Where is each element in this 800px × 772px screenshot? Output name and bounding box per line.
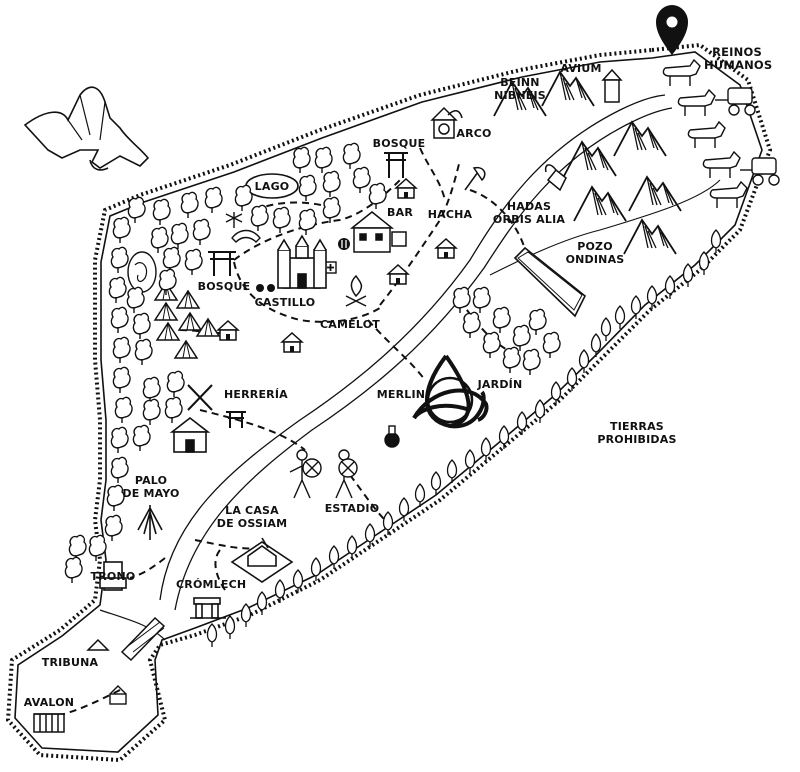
label-avium: AVIUM xyxy=(560,62,602,75)
tribune-icon xyxy=(86,638,110,651)
map-pin-icon xyxy=(656,5,688,55)
blacksmith-icon xyxy=(169,416,211,453)
gate-icon xyxy=(33,713,65,733)
pond-icon xyxy=(127,251,157,293)
label-estadio: ESTADIO xyxy=(324,502,380,515)
label-bar: BAR xyxy=(387,206,413,219)
anvil-icon xyxy=(226,411,246,428)
label-trono: TRONO xyxy=(90,570,136,583)
tent-icon xyxy=(154,282,220,359)
axe-icon xyxy=(464,166,486,191)
label-castillo: CASTILLO xyxy=(254,296,316,309)
label-bosque-west: BOSQUE xyxy=(197,280,251,293)
label-tribuna: TRIBUNA xyxy=(41,656,99,669)
dragon-icon xyxy=(23,86,150,171)
restroom-icon xyxy=(256,284,275,292)
torii-gate-icon xyxy=(208,251,236,276)
label-reinos-humanos: REINOS HUMANOS xyxy=(704,45,773,72)
castle-icon xyxy=(277,234,327,289)
horse-icon xyxy=(687,120,726,148)
bridge-icon xyxy=(120,616,166,662)
label-la-casa-de-ossiam: LA CASA DE OSSIAM xyxy=(216,504,288,530)
carriage-icon xyxy=(740,157,780,186)
crossed-swords-icon xyxy=(187,384,213,411)
label-bosque-north: BOSQUE xyxy=(372,137,426,150)
throne-icon xyxy=(99,561,127,591)
horse-icon xyxy=(677,88,716,116)
fairy-icon xyxy=(544,164,567,192)
label-arco: ARCO xyxy=(456,127,492,140)
torii-gate-icon xyxy=(384,152,408,178)
warrior-icon xyxy=(289,449,322,499)
tower-icon xyxy=(601,68,623,103)
triquetra-icon xyxy=(412,354,489,429)
windmill-icon xyxy=(225,212,243,228)
pool-icon xyxy=(513,246,587,318)
label-lago: LAGO xyxy=(254,180,290,193)
bar-icon xyxy=(349,211,407,253)
label-hacha: HACHA xyxy=(427,208,473,221)
maypole-icon xyxy=(137,505,163,540)
label-jardin: JARDÍN xyxy=(477,378,523,391)
label-beinn-nibheis: BEINN NIBHEIS xyxy=(494,76,546,102)
label-avalon: AVALON xyxy=(23,696,75,709)
cromlech-icon xyxy=(190,597,226,619)
label-tierras-prohibidas: TIERRAS PROHIBIDAS xyxy=(597,420,677,446)
label-pozo-ondinas: POZO ONDINAS xyxy=(565,240,625,266)
label-camelot: CAMELOT xyxy=(320,318,380,331)
picnic-icon xyxy=(109,685,127,705)
house-icon xyxy=(230,537,294,583)
carriage-icon xyxy=(715,87,756,116)
campfire-icon xyxy=(345,274,367,307)
archery-icon xyxy=(430,106,463,139)
horse-icon xyxy=(709,180,748,208)
label-hadas-orbis-alia: HADAS ORBIS ALIA xyxy=(492,200,566,226)
horse-icon xyxy=(662,58,701,86)
potion-icon xyxy=(384,425,400,448)
label-cromlech: CRÓMLECH xyxy=(176,578,247,591)
label-palo-de-mayo: PALO DE MAYO xyxy=(122,474,180,500)
restaurant-icon xyxy=(338,238,350,250)
horse-icon xyxy=(702,150,741,178)
label-merlin: MERLIN xyxy=(376,388,426,401)
label-herreria: HERRERÍA xyxy=(224,388,288,401)
bridge-icon xyxy=(231,229,261,243)
warrior-icon xyxy=(335,449,358,499)
